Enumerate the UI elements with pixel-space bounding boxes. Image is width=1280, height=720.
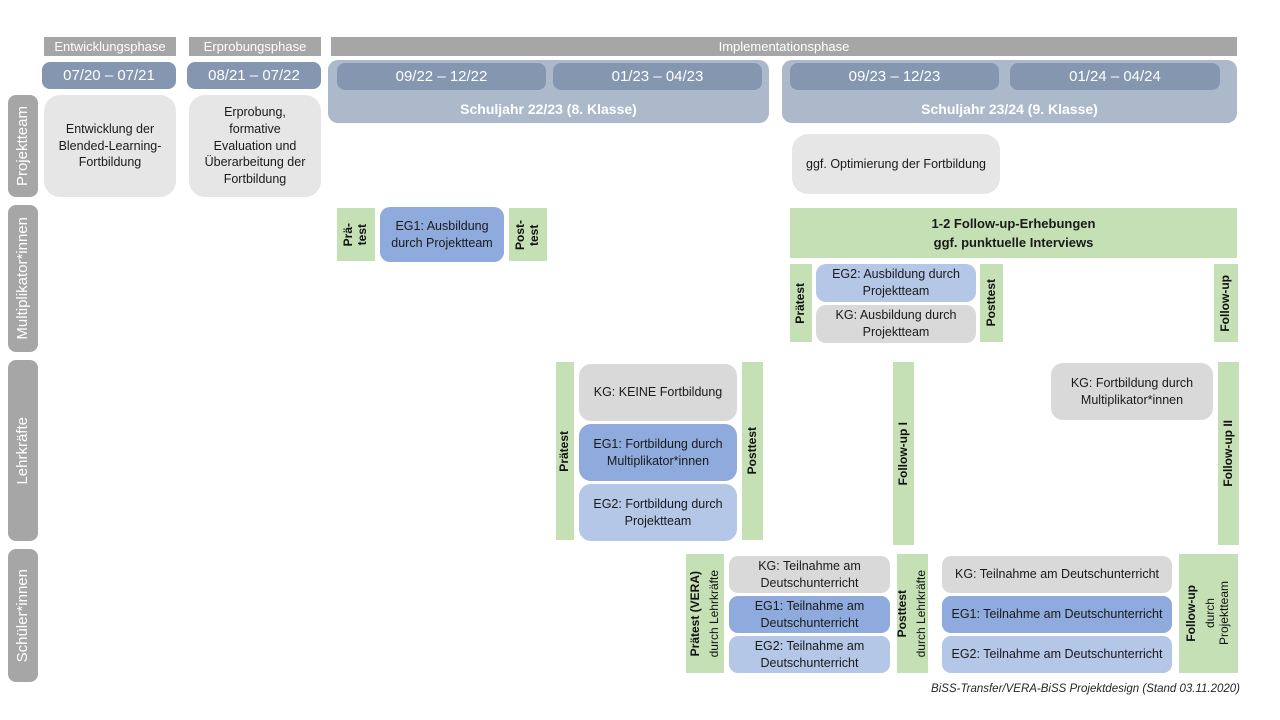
marker-followup1-lehrkraefte: Follow-up I: [893, 362, 914, 545]
date-pill-0922-1222: 09/22 – 12/22: [337, 63, 546, 90]
marker-praetest-text: Prätest: [793, 282, 808, 324]
date-pill-0720-0721: 07/20 – 07/21: [42, 62, 176, 89]
row-label-schueler-text: Schüler*innen: [14, 568, 32, 663]
date-pill-0923-1223: 09/23 – 12/23: [790, 63, 999, 90]
marker-praetest-vera-schueler: Prätest (VERA) durch Lehrkräfte: [686, 554, 724, 673]
date-pill-0124-0424: 01/24 – 04/24: [1010, 63, 1220, 90]
box-eg1-teilnahme-1: EG1: Teilnahme am Deutschunterricht: [729, 596, 890, 633]
marker-followup-schueler: Follow-up durch Projektteam: [1179, 554, 1238, 673]
row-label-multiplikatoren: Multiplikator*innen: [8, 205, 38, 352]
marker-followup2-text: Follow-up II: [1220, 420, 1235, 487]
marker-followup1-text: Follow-up I: [895, 421, 910, 486]
schoolyear-label-2324: Schuljahr 23/24 (9. Klasse): [921, 101, 1098, 117]
marker-followup-schueler-text: Follow-up: [1184, 585, 1199, 642]
schoolyear-label-2223: Schuljahr 22/23 (8. Klasse): [460, 101, 637, 117]
marker-posttest-multiplikatoren-2: Posttest: [980, 264, 1003, 342]
row-label-lehrkraefte: Lehrkräfte: [8, 360, 38, 541]
marker-praetest-vera-subtext: durch Lehrkräfte: [706, 569, 721, 658]
box-eg1-teilnahme-2: EG1: Teilnahme am Deutschunterricht: [942, 596, 1172, 633]
row-label-lehrkraefte-text: Lehrkräfte: [14, 416, 32, 485]
box-optimierung-fortbildung: ggf. Optimierung der Fortbildung: [792, 134, 1000, 194]
box-eg2-ausbildung-projektteam: EG2: Ausbildung durch Projektteam: [816, 264, 976, 302]
box-eg1-fortbildung-multiplikatoren: EG1: Fortbildung durch Multiplikator*inn…: [579, 424, 737, 481]
date-pill-0821-0722: 08/21 – 07/22: [187, 62, 321, 89]
footer-caption: BiSS-Transfer/VERA-BiSS Projektdesign (S…: [931, 683, 1240, 695]
marker-posttest-text: Posttest: [983, 279, 998, 327]
row-label-projektteam-text: Projektteam: [14, 105, 32, 187]
phase-header-implementationsphase: Implementationsphase: [331, 37, 1237, 56]
marker-posttest-multiplikatoren-1: Post- test: [509, 208, 547, 261]
box-erprobung-evaluation: Erprobung, formative Evaluation und Über…: [189, 95, 321, 197]
marker-posttest-lehrkraefte-text: Posttest: [744, 427, 759, 475]
marker-posttest-schueler: Posttest durch Lehrkräfte: [895, 554, 928, 673]
marker-praetest-vera-text: Prätest (VERA): [687, 570, 702, 657]
box-kg-keine-fortbildung: KG: KEINE Fortbildung: [579, 364, 737, 421]
marker-praetest-split-text: Prä- test: [341, 222, 369, 247]
row-label-multiplikatoren-text: Multiplikator*innen: [14, 217, 32, 340]
box-entwicklung-fortbildung: Entwicklung der Blended-Learning-Fortbil…: [44, 95, 176, 197]
box-kg-ausbildung-projektteam: KG: Ausbildung durch Projektteam: [816, 305, 976, 343]
marker-posttest-split-text: Post- test: [513, 219, 541, 250]
band-followup-erhebungen: 1-2 Follow-up-Erhebungen ggf. punktuelle…: [790, 208, 1237, 258]
box-kg-teilnahme-1: KG: Teilnahme am Deutschunterricht: [729, 556, 890, 593]
marker-followup-text: Follow-up: [1218, 274, 1233, 332]
box-eg1-ausbildung-projektteam: EG1: Ausbildung durch Projektteam: [380, 207, 504, 262]
phase-header-erprobungsphase: Erprobungsphase: [189, 37, 321, 56]
marker-followup-schueler-subtext: durch Projektteam: [1203, 581, 1231, 646]
marker-praetest-lehrkraefte-text: Prätest: [557, 430, 572, 472]
marker-posttest-schueler-text: Posttest: [895, 589, 910, 638]
marker-posttest-schueler-subtext: durch Lehrkräfte: [914, 569, 928, 658]
box-eg2-teilnahme-2: EG2: Teilnahme am Deutschunterricht: [942, 636, 1172, 673]
box-kg-fortbildung-multiplikatoren: KG: Fortbildung durch Multiplikator*inne…: [1051, 363, 1213, 420]
box-eg2-teilnahme-1: EG2: Teilnahme am Deutschunterricht: [729, 636, 890, 673]
marker-praetest-multiplikatoren-2: Prätest: [790, 264, 812, 342]
date-pill-0123-0423: 01/23 – 04/23: [553, 63, 762, 90]
phase-header-entwicklungsphase: Entwicklungsphase: [44, 37, 176, 56]
row-label-schueler: Schüler*innen: [8, 549, 38, 682]
marker-posttest-lehrkraefte: Posttest: [742, 362, 763, 540]
marker-followup-multiplikatoren: Follow-up: [1214, 264, 1238, 342]
marker-praetest-lehrkraefte: Prätest: [556, 362, 574, 540]
box-eg2-fortbildung-projektteam: EG2: Fortbildung durch Projektteam: [579, 484, 737, 541]
marker-followup2-lehrkraefte: Follow-up II: [1218, 362, 1239, 545]
row-label-projektteam: Projektteam: [8, 95, 38, 197]
marker-praetest-multiplikatoren-1: Prä- test: [337, 208, 375, 261]
box-kg-teilnahme-2: KG: Teilnahme am Deutschunterricht: [942, 556, 1172, 593]
